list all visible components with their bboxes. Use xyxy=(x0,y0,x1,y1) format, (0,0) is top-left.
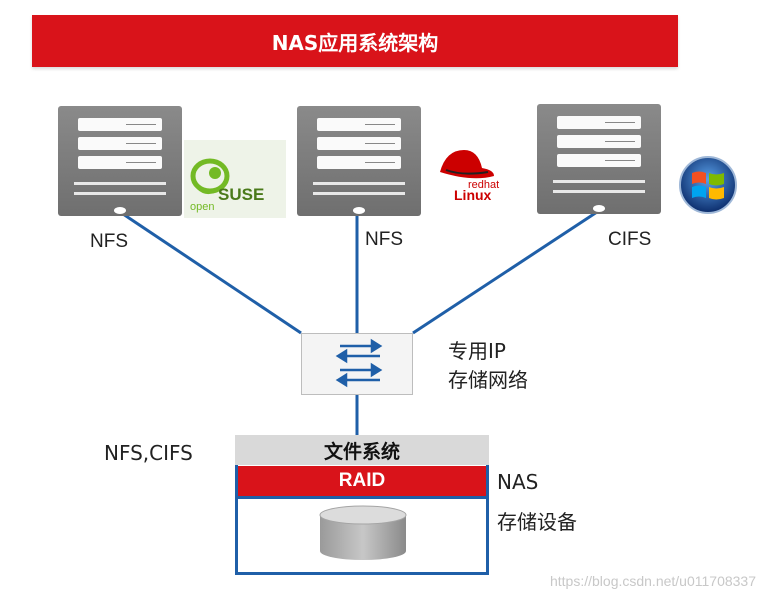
network-label-line2: 存储网络 xyxy=(448,368,528,392)
watermark-text: https://blog.csdn.net/u011708337 xyxy=(549,573,756,589)
storage-protocol-label: NFS,CIFS xyxy=(104,441,193,465)
bidirectional-arrows-icon xyxy=(335,338,383,388)
link-server-1 xyxy=(119,210,302,335)
server-1 xyxy=(58,106,182,216)
network-label-line1: 专用IP xyxy=(448,339,506,363)
windows-logo-icon xyxy=(679,156,737,214)
storage-device-label: 存储设备 xyxy=(497,510,577,534)
network-switch xyxy=(301,333,413,395)
server-1-protocol: NFS xyxy=(90,231,128,252)
server-3 xyxy=(537,104,661,214)
redhat-linux-logo-icon: redhat Linux xyxy=(440,150,499,203)
diagram-title: NAS应用系统架构 xyxy=(32,15,678,67)
filesystem-layer: 文件系统 xyxy=(235,435,489,465)
disk-cylinder-icon xyxy=(319,505,407,560)
server-3-protocol: CIFS xyxy=(608,229,652,250)
nas-label: NAS xyxy=(497,470,539,494)
raid-layer: RAID xyxy=(238,466,486,499)
server-2 xyxy=(297,106,421,216)
server-2-protocol: NFS xyxy=(365,229,403,250)
link-server-3 xyxy=(412,210,598,335)
svg-text:SUSE: SUSE xyxy=(218,185,264,204)
svg-text:redhat: redhat xyxy=(468,179,499,191)
svg-text:Linux: Linux xyxy=(454,187,492,203)
svg-text:open: open xyxy=(190,201,214,213)
opensuse-logo-icon: open SUSE xyxy=(184,140,286,218)
